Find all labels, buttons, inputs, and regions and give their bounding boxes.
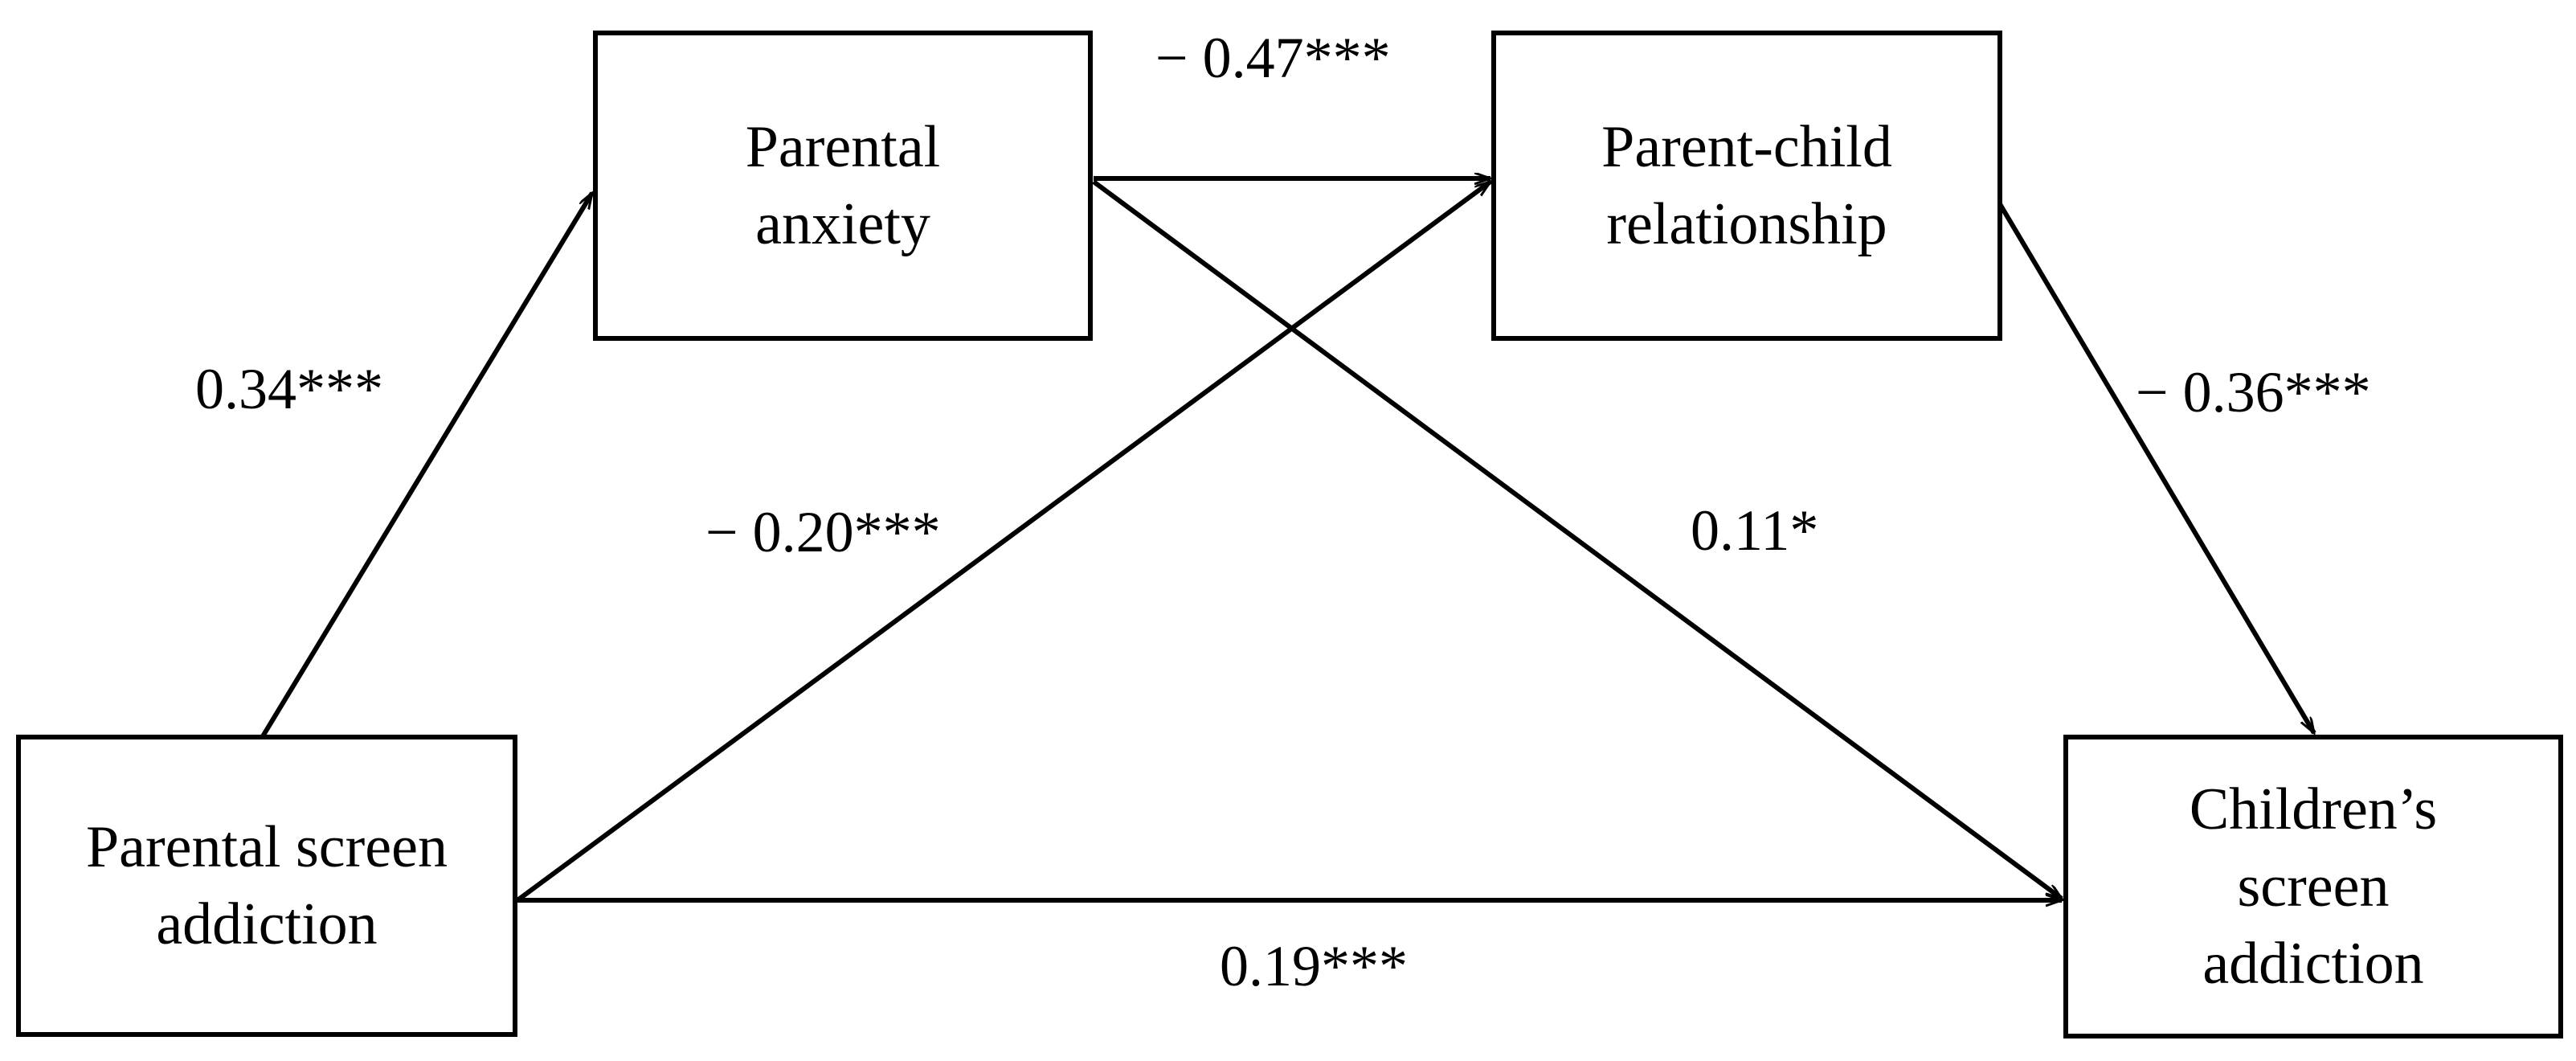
edge-psa-to-pa [260, 193, 595, 738]
edge-label-pcr-to-csa: − 0.36*** [2136, 360, 2371, 424]
node-label-line: addiction [156, 891, 378, 957]
node-label-line: addiction [2202, 931, 2424, 998]
node-parental-screen-addiction[interactable]: Parental screen addiction [16, 735, 517, 1037]
edge-label-psa-to-pcr: − 0.20*** [705, 500, 941, 564]
edge-label-pa-to-pcr: − 0.47*** [1155, 26, 1391, 90]
node-parent-child-relationship[interactable]: Parent-child relationship [1491, 31, 2002, 341]
edge-psa-to-pcr [516, 182, 1490, 903]
node-parental-anxiety[interactable]: Parental anxiety [593, 31, 1093, 341]
node-label-line: Parental [745, 113, 941, 180]
edge-pa-to-csa [1092, 179, 2062, 899]
node-label-line: screen [2237, 853, 2390, 920]
edge-label-psa-to-csa: 0.19*** [1220, 934, 1408, 998]
edge-pcr-to-csa [1987, 185, 2316, 733]
node-label-line: Children’s [2189, 776, 2438, 842]
node-label-line: Parent-child [1601, 113, 1892, 180]
node-label-line: relationship [1606, 191, 1887, 257]
node-childrens-screen-addiction[interactable]: Children’s screen addiction [2063, 735, 2563, 1038]
edge-label-psa-to-pa: 0.34*** [195, 357, 383, 421]
node-label-line: anxiety [755, 191, 930, 257]
edge-label-pa-to-csa: 0.11* [1691, 498, 1819, 563]
node-label-line: Parental screen [86, 813, 448, 880]
